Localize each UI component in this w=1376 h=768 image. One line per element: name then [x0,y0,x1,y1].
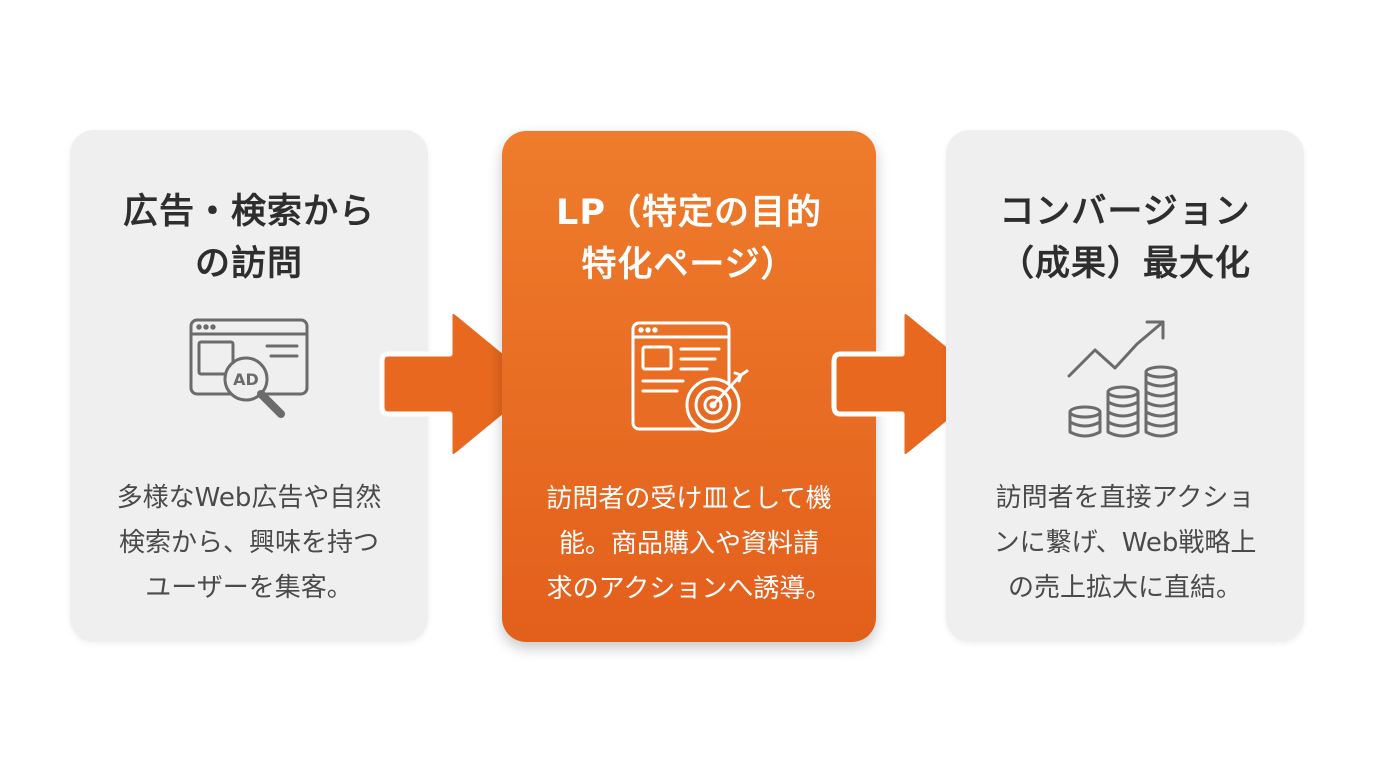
step-description: 多様なWeb広告や自然 検索から、興味を持つ ユーザーを集客。 [86,476,412,611]
step-title-line: 広告・検索から [122,192,375,232]
step-description-line: 能。商品購入や資料請 [558,529,819,559]
step-title-line: の訪問 [194,244,303,284]
step-description-line: ユーザーを集客。 [145,573,353,603]
step-description-line: 訪問者を直接アクショ [995,483,1255,513]
step-description-line: 多様なWeb広告や自然 [116,483,382,513]
arrow-right-icon [379,308,542,460]
step-description-line: 訪問者の受け皿として機 [546,484,832,514]
ad-badge-text: AD [233,370,259,389]
step-card-ad-visit: 広告・検索から の訪問 AD 多様なWeb広告や自然 検索から、興味を持つ ユー… [70,130,428,642]
step-title: コンバージョン （成果）最大化 [966,186,1284,290]
step-description: 訪問者の受け皿として機 能。商品購入や資料請 求のアクションへ誘導。 [518,477,860,612]
step-title-line: LP（特定の目的 [556,193,822,233]
step-title: 広告・検索から の訪問 [90,186,408,290]
arrow-right-icon [831,308,994,460]
growth-coins-icon [1067,320,1178,438]
step-description-line: 求のアクションへ誘導。 [546,574,832,604]
ad-search-icon: AD [189,318,309,418]
step-title-line: （成果）最大化 [998,244,1251,284]
step-description-line: ンに繋げ、Web戦略上 [993,528,1257,558]
landing-page-target-icon [631,321,749,433]
step-description: 訪問者を直接アクショ ンに繋げ、Web戦略上 の売上拡大に直結。 [962,476,1288,611]
step-title: LP（特定の目的 特化ページ） [522,187,856,291]
step-card-conversion: コンバージョン （成果）最大化 [946,130,1304,642]
step-title-line: 特化ページ） [581,245,797,285]
step-card-landing-page: LP（特定の目的 特化ページ） [502,131,876,642]
step-title-line: コンバージョン [999,192,1251,232]
step-description-line: 検索から、興味を持つ [118,528,379,558]
step-description-line: の売上拡大に直結。 [1007,573,1242,603]
